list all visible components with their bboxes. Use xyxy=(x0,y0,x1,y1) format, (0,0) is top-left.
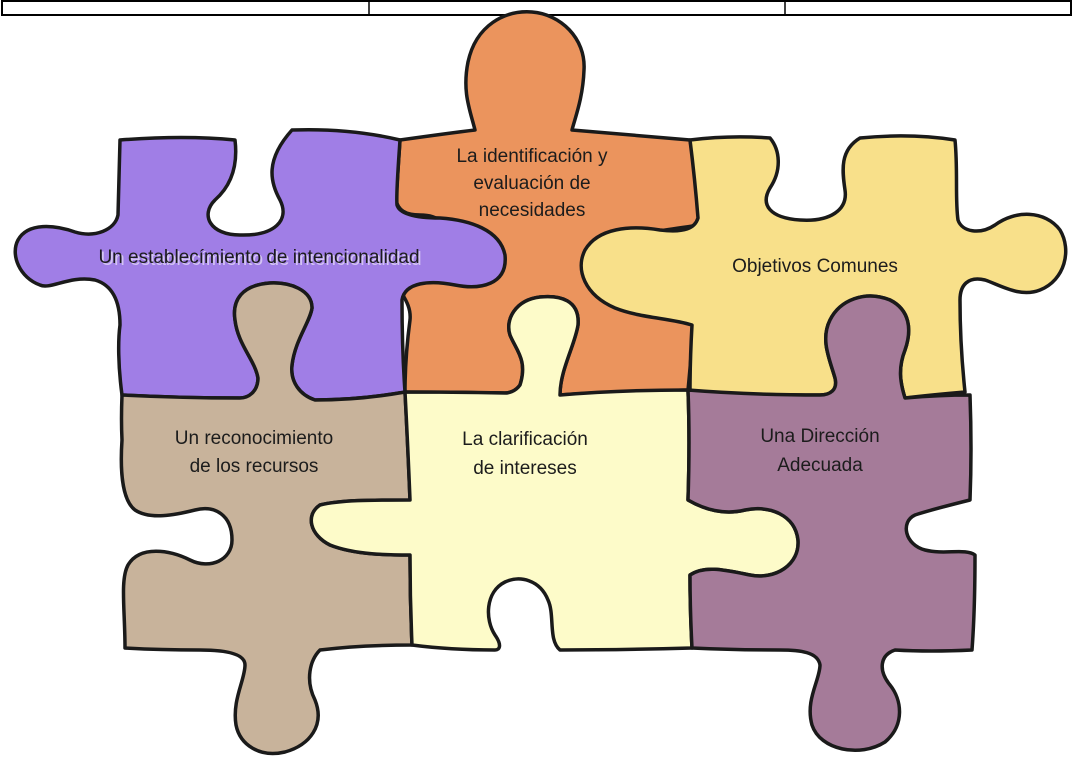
plum-puzzle-piece xyxy=(686,294,977,752)
orange-label-line2: evaluación de xyxy=(473,173,590,194)
orange-label-line1: La identificación y xyxy=(456,146,608,167)
plum-piece-label: Una Dirección Adecuada xyxy=(760,426,879,476)
tan-label-line2: de los recursos xyxy=(190,456,319,477)
yellow-puzzle-piece xyxy=(579,134,1068,400)
tan-piece-label: Un reconocimiento de los recursos xyxy=(175,428,333,477)
orange-label-line3: necesidades xyxy=(479,200,586,221)
tan-puzzle-piece xyxy=(119,281,414,756)
yellow-label-line1: Objetivos Comunes xyxy=(732,256,898,277)
plum-label-line1: Una Dirección xyxy=(760,426,879,447)
cream-label-line2: de intereses xyxy=(473,458,577,479)
svg-text:Un establecímiento de intencio: Un establecímiento de intencionalidad xyxy=(100,249,421,270)
yellow-piece-label: Objetivos Comunes xyxy=(732,256,898,277)
orange-piece-label: La identificación y evaluación de necesi… xyxy=(456,146,608,221)
tan-label-line1: Un reconocimiento xyxy=(175,428,333,449)
purple-label-line1: Un establecímiento de intencionalidad xyxy=(98,247,419,268)
purple-piece-label: Un establecímiento de intencionalidad Un… xyxy=(98,247,421,270)
cream-piece-label: La clarificación de intereses xyxy=(462,429,588,479)
cream-label-line1: La clarificación xyxy=(462,429,588,450)
plum-label-line2: Adecuada xyxy=(777,455,863,476)
